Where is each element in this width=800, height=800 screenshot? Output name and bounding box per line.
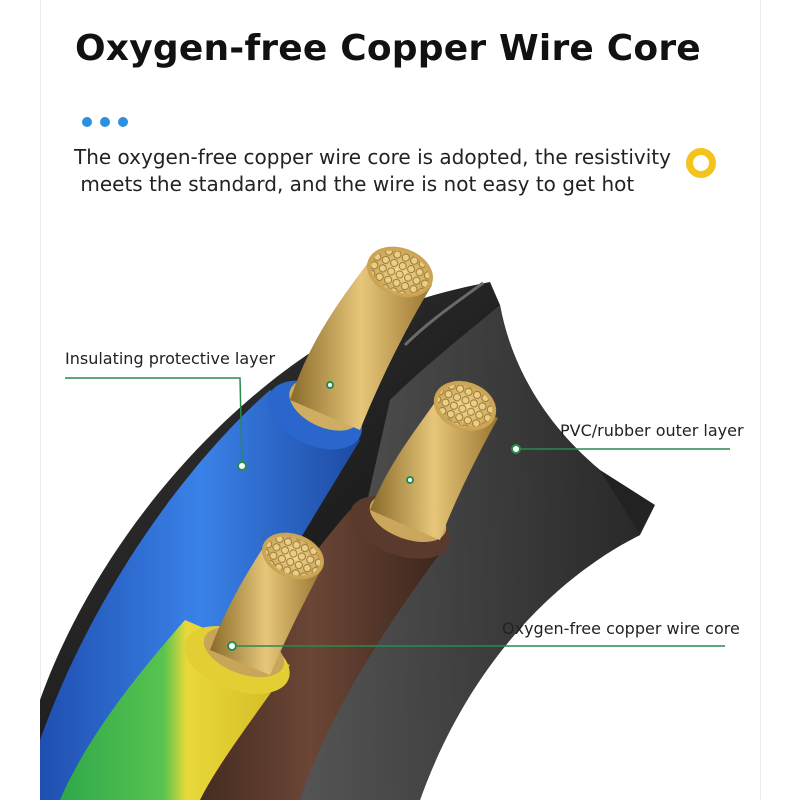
outer-sheath-inner-face	[300, 305, 640, 800]
description: The oxygen-free copper wire core is adop…	[74, 144, 671, 198]
leader-line-insulating	[65, 377, 243, 466]
marker-copper-brown	[406, 476, 414, 484]
marker-outer	[511, 444, 521, 454]
marker-insulating	[237, 461, 247, 471]
brown-wire-copper	[370, 395, 498, 540]
blue-wire	[40, 390, 360, 800]
marker-copper-blue	[326, 381, 334, 389]
callout-insulating-layer: Insulating protective layer	[65, 349, 276, 368]
description-line-2: meets the standard, and the wire is not …	[74, 172, 635, 196]
marker-core	[227, 641, 237, 651]
callout-copper-core: Oxygen-free copper wire core	[502, 619, 740, 638]
dot-icon	[82, 117, 92, 127]
page-title: Oxygen-free Copper Wire Core	[75, 28, 701, 69]
blue-wire-copper	[290, 260, 432, 430]
decorative-dots	[82, 117, 128, 127]
ring-icon	[686, 148, 716, 178]
left-frame-line	[40, 0, 41, 800]
description-line-1: The oxygen-free copper wire core is adop…	[74, 145, 671, 169]
dot-icon	[100, 117, 110, 127]
right-frame-line	[760, 0, 761, 800]
dot-icon	[118, 117, 128, 127]
callout-outer-layer: PVC/rubber outer layer	[560, 421, 744, 440]
